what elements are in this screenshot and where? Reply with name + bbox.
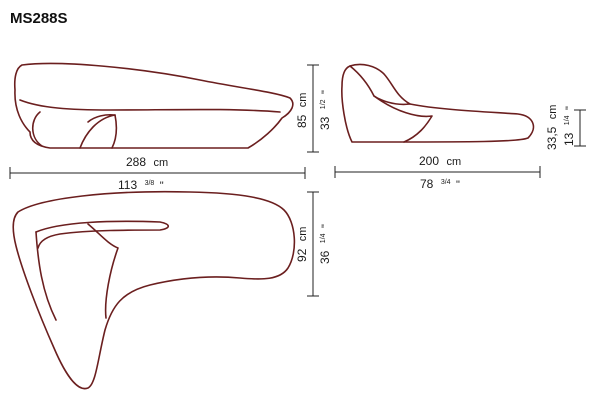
end-depth-dimension: 200 cm 78 3/4 " — [334, 152, 541, 192]
end-depth-inch: 78 — [420, 177, 434, 191]
svg-text:36 1/4 ": 36 1/4 " — [312, 224, 333, 264]
svg-text:92 cm: 92 cm — [293, 227, 310, 262]
end-seat-metric-unit: cm — [547, 105, 559, 120]
side-view-cushion-inner — [87, 113, 116, 123]
end-seat-inch-frac: 1/4 — [564, 115, 571, 125]
side-height-inch: 33 — [318, 116, 332, 130]
svg-text:33 1/2 ": 33 1/2 " — [312, 90, 333, 130]
end-seat-inch-unit: " — [564, 106, 576, 110]
side-height-inch-unit: " — [320, 90, 332, 94]
top-view — [12, 190, 296, 390]
end-depth-inch-unit: " — [456, 179, 460, 191]
top-depth-dimension: 92 cm 36 1/4 " — [293, 191, 333, 297]
top-depth-inch: 36 — [318, 250, 332, 264]
end-depth-metric-unit: cm — [446, 156, 461, 168]
top-depth-metric: 92 — [295, 248, 309, 262]
side-height-dimension: 85 cm 33 1/2 " — [293, 64, 333, 153]
side-width-inch: 113 — [118, 178, 137, 192]
svg-text:200 cm: 200 cm — [419, 152, 461, 169]
end-view-outline — [341, 63, 535, 143]
end-seat-metric: 33,5 — [545, 126, 559, 150]
top-view-inner-curve — [35, 231, 57, 321]
side-width-inch-unit: " — [160, 180, 164, 192]
svg-text:33,5 cm: 33,5 cm — [543, 105, 560, 150]
side-height-metric: 85 — [295, 114, 309, 128]
end-seat-dimension: 33,5 cm 13 1/4 " — [543, 105, 586, 150]
end-depth-inch-frac: 3/4 — [441, 179, 451, 186]
side-view-outline — [13, 62, 294, 149]
side-width-inch-frac: 3/8 — [145, 180, 155, 187]
top-view-seat-edge — [35, 220, 170, 249]
side-height-metric-unit: cm — [297, 93, 309, 108]
model-code: MS288S — [10, 10, 68, 27]
top-depth-inch-frac: 1/4 — [320, 233, 327, 243]
side-width-metric-unit: cm — [153, 157, 168, 169]
svg-text:85 cm: 85 cm — [293, 93, 310, 128]
end-seat-inch: 13 — [562, 132, 576, 146]
top-view-outline — [12, 190, 296, 390]
top-view-cushion — [87, 223, 119, 319]
top-depth-inch-unit: " — [320, 224, 332, 228]
side-view-seat-line — [19, 99, 281, 113]
svg-text:78 3/4 ": 78 3/4 " — [420, 171, 460, 192]
svg-text:113 3/8 ": 113 3/8 " — [118, 172, 164, 193]
end-view-cushion — [373, 95, 433, 143]
svg-text:288 cm: 288 cm — [126, 153, 168, 170]
side-height-inch-frac: 1/2 — [320, 99, 327, 109]
end-depth-metric: 200 — [419, 154, 439, 168]
side-width-dimension: 288 cm 113 3/8 " — [9, 153, 306, 193]
top-depth-metric-unit: cm — [297, 227, 309, 242]
side-view-cushion-left — [31, 111, 43, 147]
svg-text:13 1/4 ": 13 1/4 " — [556, 106, 577, 146]
side-view — [13, 62, 294, 149]
end-view — [341, 63, 535, 143]
side-width-metric: 288 — [126, 155, 146, 169]
